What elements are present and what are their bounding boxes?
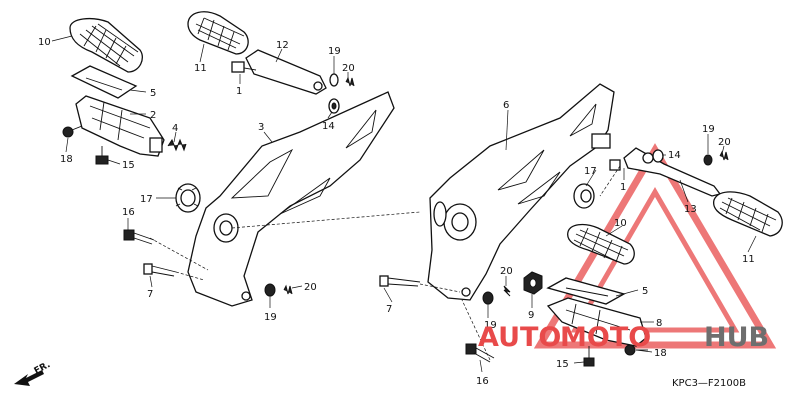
- bolt-16-right: [465, 343, 495, 363]
- callout-4: 4: [172, 123, 178, 134]
- callout-14: 14: [322, 121, 335, 132]
- callout-1-b: 1: [620, 182, 626, 193]
- callout-2: 2: [150, 110, 156, 121]
- callout-9: 9: [528, 310, 534, 321]
- footpeg-left: [75, 95, 165, 157]
- front-direction-arrow: FR.: [14, 360, 52, 386]
- bracket-right: [427, 83, 615, 301]
- spring-20-bottom-left: [283, 284, 293, 295]
- callout-11: 11: [194, 63, 207, 74]
- callout-17: 17: [140, 194, 153, 205]
- callout-6: 6: [503, 100, 509, 111]
- bolt-18-left: [62, 125, 83, 138]
- bolt-15-left: [95, 146, 109, 165]
- passenger-peg-rubber-left: [187, 11, 249, 55]
- watermark-auto: AUTO: [478, 322, 561, 353]
- callout-20-b: 20: [304, 282, 317, 293]
- callout-20: 20: [342, 63, 355, 74]
- passenger-arm-left: [231, 49, 327, 95]
- callout-17-b: 17: [584, 166, 597, 177]
- bolt-7-right: [379, 275, 421, 287]
- callout-16-b: 16: [476, 376, 489, 387]
- callout-15-b: 15: [556, 359, 569, 370]
- passenger-peg-rubber-right: [712, 191, 783, 237]
- footpeg-plate-left: [70, 65, 138, 99]
- footpeg-plate-right: [546, 277, 626, 305]
- diagram-code: KPC3—F2100B: [672, 378, 746, 389]
- callout-13: 13: [684, 204, 697, 215]
- washer-19-bottom-left: [264, 283, 276, 297]
- pivot-14-left: [328, 98, 340, 114]
- washer-19-top-left: [329, 73, 339, 87]
- cap-17-right: [573, 183, 595, 209]
- callout-16: 16: [122, 207, 135, 218]
- footpeg-rubber-left: [69, 17, 143, 73]
- callout-14-b: 14: [668, 150, 681, 161]
- spring-20-top-left: [345, 76, 355, 87]
- washer-19-right: [482, 291, 494, 305]
- footpeg-right: [546, 297, 647, 347]
- bolt-7-left: [143, 263, 177, 277]
- callout-18-b: 18: [654, 348, 667, 359]
- callout-19-b: 19: [264, 312, 277, 323]
- callout-19-c: 19: [702, 124, 715, 135]
- callout-20-d: 20: [500, 266, 513, 277]
- callout-10: 10: [38, 37, 51, 48]
- callout-10-b: 10: [614, 218, 627, 229]
- callout-1: 1: [236, 86, 242, 97]
- watermark-text: AUTO MOTO HUB: [478, 322, 769, 353]
- passenger-arm-right: [609, 147, 722, 197]
- callout-7: 7: [147, 289, 153, 300]
- watermark-moto: MOTO: [560, 322, 651, 353]
- footpeg-rubber-right: [567, 223, 635, 265]
- nut-9-right: [523, 271, 543, 295]
- spring-left: [167, 138, 187, 152]
- watermark-hub: HUB: [704, 322, 769, 353]
- callout-3: 3: [258, 122, 264, 133]
- callout-15: 15: [122, 160, 135, 171]
- callout-12: 12: [276, 40, 289, 51]
- callout-8: 8: [656, 318, 662, 329]
- callout-labels: 10 11 12 19 20 5 1 14 2 4 18 15 3 17 16 …: [38, 37, 755, 387]
- spring-20-top-right: [719, 150, 729, 161]
- cap-17-left: [175, 183, 201, 213]
- callout-19: 19: [328, 46, 341, 57]
- assembly-guide-lines: [149, 165, 621, 361]
- callout-7-b: 7: [386, 304, 392, 315]
- leader-lines: [51, 35, 757, 373]
- callout-5-b: 5: [642, 286, 648, 297]
- callout-11-b: 11: [742, 254, 755, 265]
- callout-20-c: 20: [718, 137, 731, 148]
- callout-5: 5: [150, 88, 156, 99]
- spring-20-right: [503, 285, 511, 297]
- pivot-14-right: [652, 149, 664, 163]
- callout-18: 18: [60, 154, 73, 165]
- washer-19-top-right: [703, 154, 713, 166]
- bolt-16-left: [123, 229, 155, 245]
- bracket-left: [187, 91, 395, 307]
- callout-19-d: 19: [484, 320, 497, 331]
